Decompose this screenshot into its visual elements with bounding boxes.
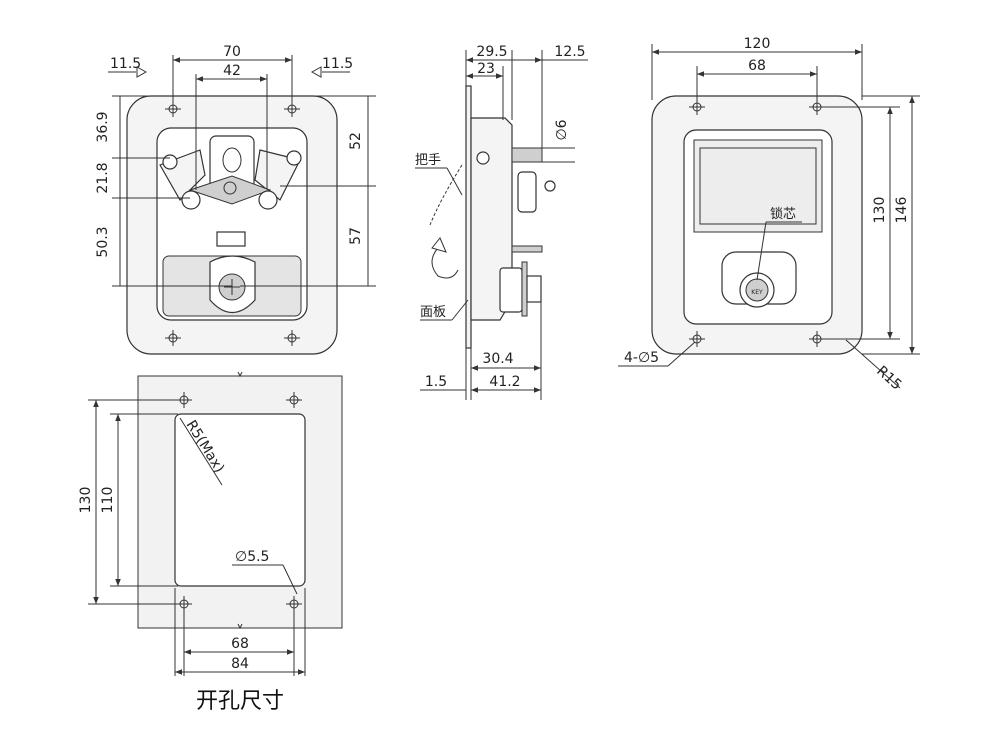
rivet xyxy=(181,190,201,210)
side-cam xyxy=(517,171,537,213)
dim-cutout-68: 68 xyxy=(231,636,249,652)
pivot-pin xyxy=(162,154,178,170)
rotate-arrow-icon xyxy=(431,247,459,279)
dim-52: 52 xyxy=(348,132,364,150)
cutout-caption: 开孔尺寸 xyxy=(196,689,284,714)
dim-29-5: 29.5 xyxy=(476,44,507,60)
label-panel: 面板 xyxy=(420,305,446,320)
dim-42: 42 xyxy=(223,63,241,79)
side-view: 把手 面板 29.5 23 12.5 ∅6 30.4 1.5 41.2 xyxy=(415,44,588,400)
dim-41-2: 41.2 xyxy=(489,374,520,390)
rear-handle-plate xyxy=(693,139,823,233)
dim-30-4: 30.4 xyxy=(482,351,513,367)
mounting-hole xyxy=(284,330,300,346)
dim-70: 70 xyxy=(223,44,241,60)
dim-cutout-110: 110 xyxy=(100,487,116,514)
dim-dia-5-5: ∅5.5 xyxy=(235,549,269,565)
dim-23: 23 xyxy=(477,61,495,77)
dim-57: 57 xyxy=(348,227,364,245)
side-lock-nut xyxy=(521,261,528,317)
rivet xyxy=(258,190,278,210)
side-bracket xyxy=(511,245,543,253)
mounting-hole xyxy=(286,392,302,408)
key-mark: KEY xyxy=(751,289,763,296)
dim-146: 146 xyxy=(894,197,910,224)
latch-tab xyxy=(216,231,246,247)
dim-50-3: 50.3 xyxy=(95,226,111,257)
latch-slot xyxy=(222,147,242,173)
dim-21-8: 21.8 xyxy=(95,162,111,193)
handle-outline xyxy=(429,164,463,226)
mounting-hole xyxy=(165,330,181,346)
dim-11-5-right: 11.5 xyxy=(322,56,353,72)
cutout-view: 130 110 R5(Max) ∅5.5 68 84 开孔尺寸 xyxy=(78,371,343,714)
dim-36-9: 36.9 xyxy=(95,111,111,142)
dim-1-5: 1.5 xyxy=(425,374,447,390)
dim-68: 68 xyxy=(748,58,766,74)
dim-12-5: 12.5 xyxy=(554,44,585,60)
dim-cutout-130: 130 xyxy=(78,487,94,514)
cutout-opening xyxy=(174,413,306,587)
arrow-right-icon xyxy=(136,66,148,78)
side-bolt xyxy=(511,147,543,163)
arrow-left-icon xyxy=(310,66,322,78)
center-pin xyxy=(223,181,237,195)
side-lock-body xyxy=(499,267,523,313)
dim-120: 120 xyxy=(744,36,771,52)
dim-11-5-left: 11.5 xyxy=(110,56,141,72)
dim-holes: 4-∅5 xyxy=(624,350,659,366)
side-lock-cylinder xyxy=(526,275,542,303)
label-handle: 把手 xyxy=(415,153,441,168)
dim-cutout-84: 84 xyxy=(231,656,249,672)
rear-view: KEY 锁芯 120 68 130 146 4-∅5 R15 xyxy=(618,36,920,393)
side-rivet xyxy=(476,151,490,165)
dim-130: 130 xyxy=(872,197,888,224)
pivot-pin xyxy=(286,150,302,166)
mounting-hole xyxy=(689,331,705,347)
side-flange xyxy=(465,85,472,349)
dim-dia-6: ∅6 xyxy=(554,119,570,140)
front-view: 70 42 11.5 11.5 36.9 21.8 50.3 52 57 xyxy=(95,44,376,355)
dim-r15: R15 xyxy=(873,363,904,393)
label-lock-core: 锁芯 xyxy=(770,206,796,222)
